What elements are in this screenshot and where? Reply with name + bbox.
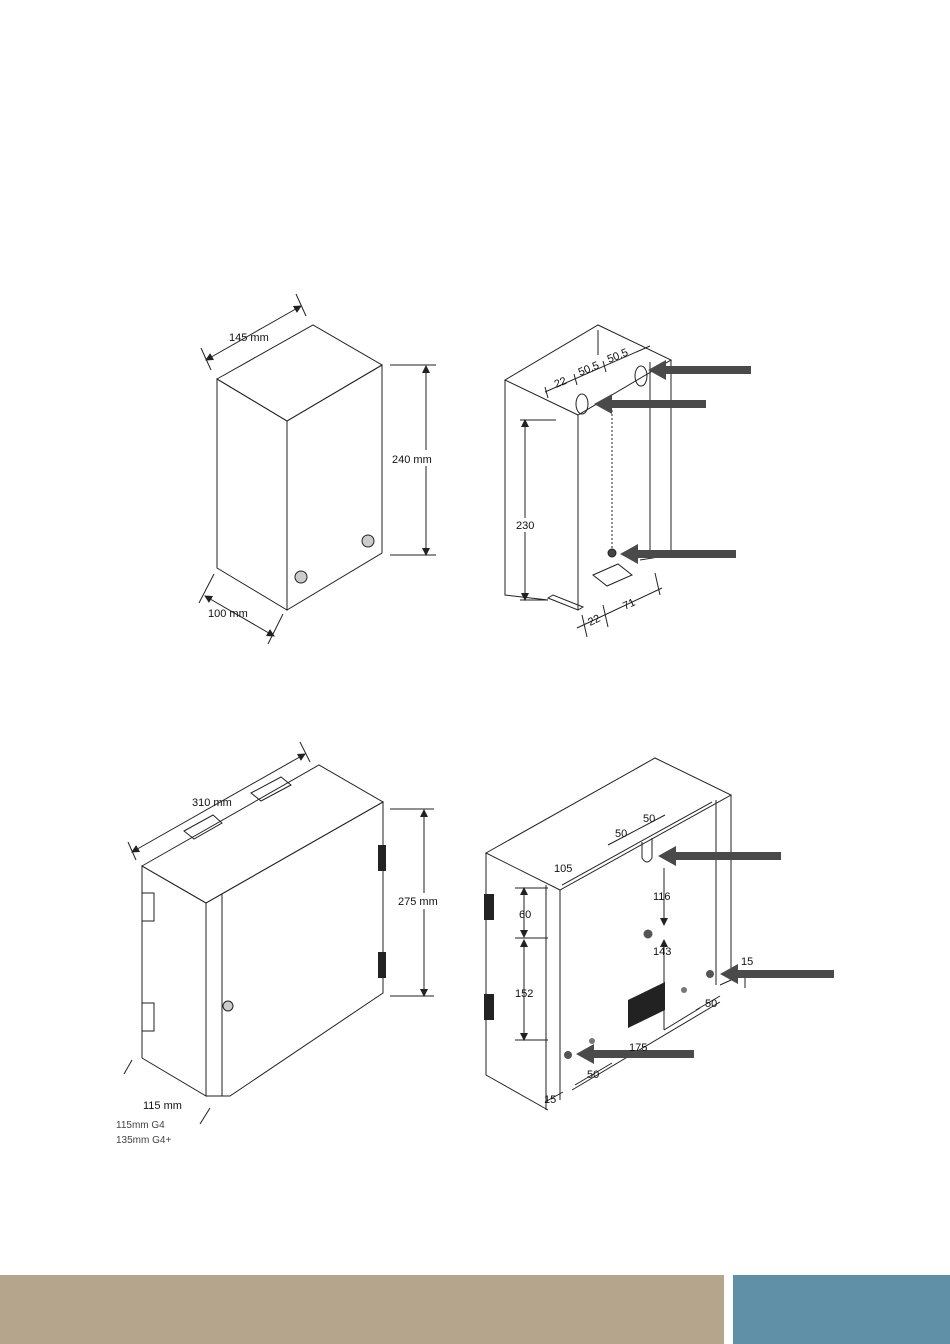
- small-rear-height: 230: [516, 520, 534, 532]
- lock-icon: [362, 535, 374, 547]
- hinge: [378, 845, 386, 871]
- callout-arrow: [648, 360, 751, 380]
- mounting-hole: [681, 987, 687, 993]
- large-top-face: [142, 765, 383, 903]
- large-depth-label: 115 mm: [143, 1100, 182, 1112]
- mounting-hole: [706, 970, 714, 978]
- large-front-face: [142, 866, 206, 1096]
- footer-band-left: [0, 1275, 724, 1344]
- small-depth-label: 100 mm: [208, 608, 248, 620]
- callout-arrow: [620, 544, 736, 564]
- large-rear-dim: 15: [544, 1094, 556, 1106]
- large-rear-dim: 15: [741, 956, 753, 968]
- small-rear-dim: 22: [553, 375, 569, 391]
- large-rear-dim: 105: [554, 863, 572, 875]
- callout-arrows-small: [594, 360, 751, 564]
- large-rear-dim: 143: [653, 946, 671, 958]
- knockout-hole: [576, 394, 588, 414]
- large-rear-top: [486, 758, 731, 890]
- small-rear-dim: 22: [586, 613, 602, 629]
- large-rear-dim: 50: [705, 998, 717, 1010]
- variant-note: 135mm G4+: [116, 1135, 171, 1146]
- small-width-label: 145 mm: [229, 332, 269, 344]
- hinge: [378, 952, 386, 978]
- small-rear-dim: 50.5: [606, 347, 630, 366]
- large-door-hinges: [378, 845, 386, 978]
- small-enclosure-front: [199, 294, 436, 644]
- mounting-hole: [589, 1038, 595, 1044]
- callout-arrow: [658, 846, 781, 866]
- callout-arrow: [720, 964, 834, 984]
- large-rear-dim: 175: [629, 1042, 647, 1054]
- small-front-face: [217, 379, 287, 610]
- hinge: [484, 894, 494, 920]
- enclosure-dimension-drawing: 145 mm 240 mm 100 mm 22 5: [0, 0, 950, 1275]
- hinge: [484, 994, 494, 1020]
- large-width-label: 310 mm: [192, 797, 232, 809]
- large-enclosure-front: [124, 742, 434, 1124]
- lock-icon: [223, 1001, 233, 1011]
- large-rear-dim: 50: [615, 828, 627, 840]
- small-rear-dim: 50.5: [577, 360, 601, 379]
- small-rear-dim: 71: [621, 597, 637, 613]
- lock-icon: [295, 571, 307, 583]
- variant-note: 115mm G4: [116, 1120, 165, 1131]
- callout-arrows-large: [576, 846, 834, 1064]
- footer-band-right: [733, 1275, 950, 1344]
- large-rear-dim: 50: [587, 1069, 599, 1081]
- large-rear-dim: 152: [515, 988, 533, 1000]
- mounting-hole: [608, 549, 616, 557]
- cable-entry-slot: [593, 564, 632, 586]
- large-side-face: [206, 802, 383, 1096]
- large-height-label: 275 mm: [398, 896, 438, 908]
- mounting-hole: [564, 1051, 572, 1059]
- large-rear-dim: 50: [643, 813, 655, 825]
- cable-entry-slot: [628, 982, 665, 1028]
- large-rear-dim: 116: [653, 891, 671, 903]
- large-rear-dim: 60: [519, 909, 531, 921]
- knockout-hole: [635, 366, 647, 386]
- small-height-label: 240 mm: [392, 454, 432, 466]
- mounting-hole: [644, 930, 653, 939]
